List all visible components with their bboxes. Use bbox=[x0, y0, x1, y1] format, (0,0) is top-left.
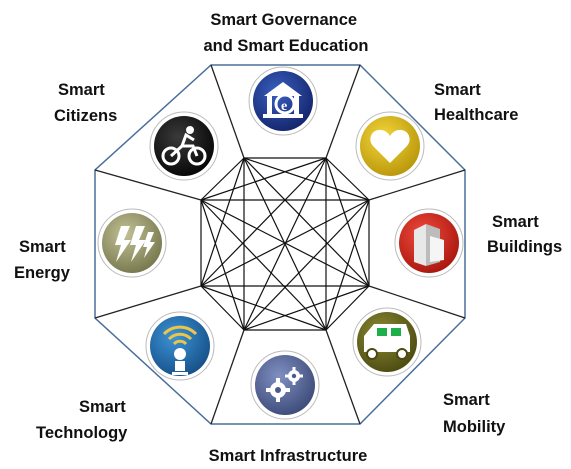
person-figure-icon bbox=[172, 348, 188, 375]
cyclist-icon bbox=[161, 132, 207, 166]
education-building-icon: e bbox=[263, 82, 303, 118]
label-technology: Smart Technology bbox=[36, 398, 130, 442]
label-citizens: Smart Citizens bbox=[54, 81, 117, 125]
label-buildings: Smart Buildings bbox=[487, 213, 562, 256]
svg-text:e: e bbox=[281, 99, 287, 114]
wireless-person-icon bbox=[162, 325, 198, 346]
network-edge bbox=[325, 199, 370, 331]
network-edge bbox=[243, 285, 370, 331]
label-healthcare: Smart Healthcare bbox=[434, 81, 518, 124]
network-edge bbox=[200, 157, 245, 201]
network-edge bbox=[200, 199, 370, 287]
infrastructure-circle bbox=[255, 355, 315, 415]
network-edge bbox=[200, 199, 245, 331]
inner-network bbox=[200, 157, 370, 331]
network-edge bbox=[200, 157, 327, 201]
label-governance: Smart Governance and Smart Education bbox=[203, 11, 368, 55]
building-icon bbox=[414, 224, 444, 266]
governance-icon-group: e bbox=[248, 66, 318, 136]
infrastructure-icon-group bbox=[250, 350, 320, 420]
car-icon bbox=[364, 324, 410, 360]
lightning-icon bbox=[115, 226, 155, 262]
buildings-icon-group bbox=[394, 208, 464, 278]
heart-icon bbox=[370, 129, 410, 163]
network-edge bbox=[200, 285, 245, 331]
label-mobility: Smart Mobility bbox=[443, 391, 506, 436]
label-infrastructure: Smart Infrastructure bbox=[209, 447, 368, 465]
network-edge bbox=[243, 157, 327, 331]
network-edge bbox=[325, 285, 370, 331]
label-energy: Smart Energy bbox=[14, 238, 71, 282]
network-edge bbox=[200, 285, 327, 331]
network-edge bbox=[200, 199, 327, 331]
gears-icon bbox=[266, 367, 303, 402]
healthcare-icon-group bbox=[355, 111, 425, 181]
citizens-icon-group bbox=[149, 111, 219, 181]
network-edge bbox=[325, 157, 370, 201]
technology-icon-group bbox=[145, 311, 215, 381]
energy-icon-group bbox=[97, 208, 167, 278]
sector-dividers bbox=[94, 64, 466, 425]
network-edge bbox=[243, 157, 370, 201]
mobility-icon-group bbox=[352, 307, 422, 377]
